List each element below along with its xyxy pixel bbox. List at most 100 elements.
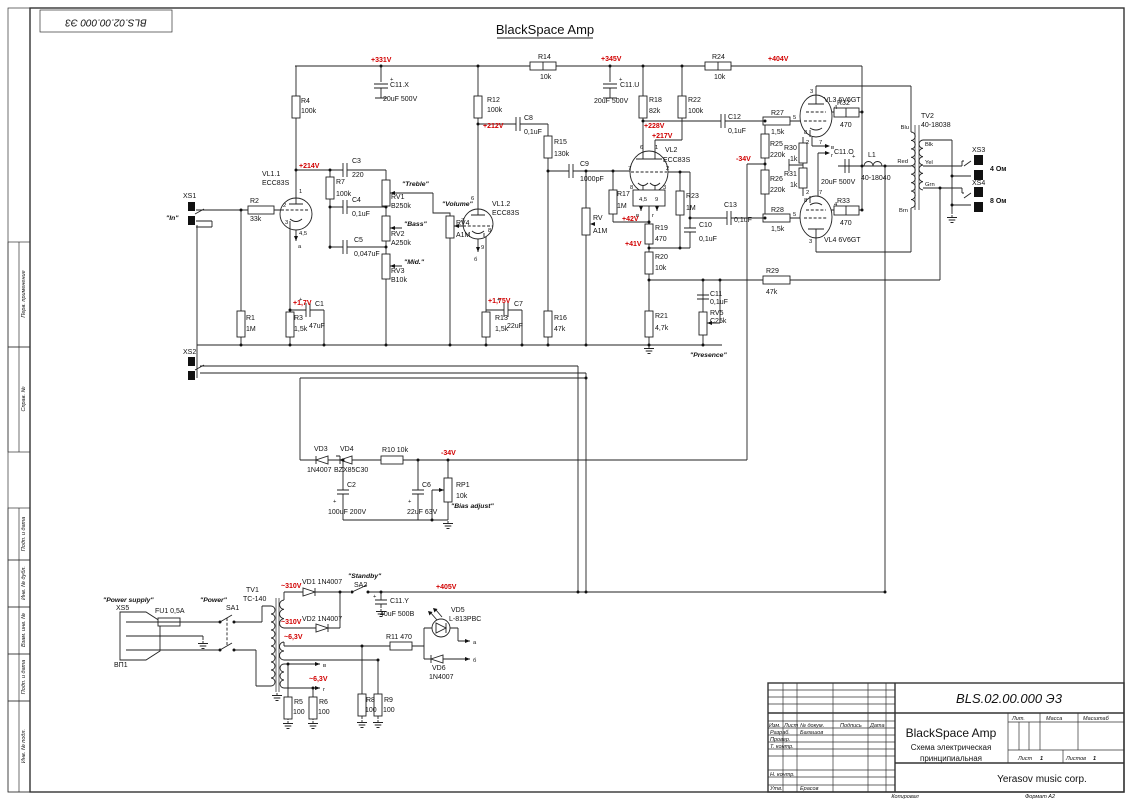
- vp1-ref: ВП1: [114, 662, 128, 669]
- wires-output: [788, 66, 972, 592]
- tv2-val: 40-18038: [921, 122, 951, 129]
- vd2-ref: VD2 1N4007: [302, 616, 342, 623]
- r23-ref: R23: [686, 193, 699, 200]
- rv4-val: A1M: [456, 232, 471, 239]
- vd1-ref: VD1 1N4007: [302, 579, 342, 586]
- c2-ref: C2: [347, 482, 356, 489]
- r31-ref: R31: [784, 171, 797, 178]
- vd4-val: BZX85C30: [334, 467, 368, 474]
- volt-217: +217V: [652, 133, 673, 140]
- r6-val: 100: [318, 709, 330, 716]
- rp1-ref: RP1: [456, 482, 470, 489]
- c3-val: 220: [352, 172, 364, 179]
- rv-ref: RV: [593, 215, 603, 222]
- ohm8-label: 8 Ом: [990, 198, 1006, 205]
- wire-blu: Blu: [901, 125, 909, 131]
- pin: 8: [630, 185, 633, 191]
- sidebar-label: Инв. № подл.: [21, 729, 27, 763]
- pin: 2: [283, 203, 286, 209]
- r19-val: 470: [655, 236, 667, 243]
- r12-ref: R12: [487, 97, 500, 104]
- pin: 5: [793, 212, 796, 218]
- volt-310b: ~310V: [281, 619, 302, 626]
- pin: 6: [640, 145, 643, 151]
- pin: 3: [810, 89, 813, 95]
- r15-ref: R15: [554, 139, 567, 146]
- vl12-ref: VL1.2: [492, 201, 510, 208]
- titleblock-code: BLS.02.00.000 Э3: [956, 691, 1063, 706]
- r30-val: 1k: [790, 156, 798, 163]
- tv1-val: TC-140: [243, 596, 266, 603]
- pin: 3: [663, 185, 666, 191]
- r13-val: 1,5k: [495, 326, 509, 333]
- bass-label: "Bass": [404, 221, 427, 228]
- stamp-box: [39, 9, 173, 33]
- wire-v: в: [636, 213, 639, 219]
- titleblock-sheet-no: 1: [1040, 756, 1043, 762]
- rv3-ref: RV3: [391, 268, 405, 275]
- r14-ref: R14: [538, 54, 551, 61]
- r3-ref: R3: [294, 315, 303, 322]
- r20-val: 10k: [655, 265, 667, 272]
- wires-preamp: [194, 65, 862, 592]
- c2-val: 100uF 200V: [328, 509, 366, 516]
- xs1-ref: XS1: [183, 193, 196, 200]
- r2-val: 33k: [250, 216, 262, 223]
- vl11-type: ECC83S: [262, 180, 290, 187]
- r8-ref: R8: [366, 697, 375, 704]
- titleblock-col-izm: Изм.: [769, 723, 781, 729]
- r32-ref: R32: [837, 100, 850, 107]
- c4-val: 0,1uF: [352, 211, 370, 218]
- pin: 4: [834, 105, 838, 111]
- wire-blk: Blk: [925, 142, 933, 148]
- title-block: BLS.02.00.000 Э3 BlackSpace Amp Схема эл…: [767, 682, 1125, 793]
- rv3-val: B10k: [391, 277, 407, 284]
- r21-ref: R21: [655, 313, 668, 320]
- r28-ref: R28: [771, 207, 784, 214]
- vl4-ref: VL4 6V6GT: [824, 237, 861, 244]
- jack-pads: [188, 155, 983, 380]
- fu1-ref: FU1 0,5A: [155, 608, 185, 615]
- vd4-ref: VD4: [340, 446, 354, 453]
- c11-ref: C11: [710, 291, 722, 298]
- wire-v: в: [831, 145, 834, 151]
- sidebar-boxes: [7, 241, 31, 793]
- wire-b: б: [473, 658, 477, 664]
- footer-format: Формат А2: [1025, 794, 1055, 800]
- c6-ref: C6: [422, 482, 431, 489]
- wire-grn: Grn: [925, 182, 935, 188]
- schematic-components: [157, 61, 983, 720]
- volt-63a: ~6,3V: [284, 634, 303, 641]
- stamp-code: BLS.02.00.000 Э3: [65, 16, 147, 27]
- tubes: [279, 94, 833, 240]
- presence-label: "Presence": [690, 352, 727, 359]
- rv5-val: C25k: [710, 318, 727, 325]
- c11-val: 0,1uF: [710, 299, 728, 306]
- titleblock-doctype-2: принципиальная: [920, 754, 982, 763]
- r9-val: 100: [383, 707, 395, 714]
- tv2-primary-coil: [910, 131, 916, 209]
- r1-ref: R1: [246, 315, 255, 322]
- c4-ref: C4: [352, 197, 361, 204]
- volt-42: +42V: [622, 216, 639, 223]
- tv2-ref: TV2: [921, 113, 934, 120]
- volt-331: +331V: [371, 57, 392, 64]
- xs4-ref: XS4: [972, 180, 985, 187]
- r8-val: 100: [365, 707, 377, 714]
- pin: 3: [809, 239, 812, 245]
- schematic-labels: XS1"In"XS2R233kR11MVL1.1ECC83S+214V1234,…: [103, 54, 1006, 716]
- tv1-secondary-coils: [279, 599, 285, 689]
- r14-val: 10k: [540, 74, 552, 81]
- capacitor-plates: [305, 83, 850, 605]
- tv1-ref: TV1: [246, 587, 259, 594]
- c11o-ref: C11.O: [834, 149, 854, 156]
- titleblock-mass: Масса: [1046, 716, 1062, 722]
- sidebar-label: Взам. инв. №: [21, 613, 27, 647]
- pin: 9: [481, 245, 484, 251]
- c6-val: 22uF 63V: [407, 509, 438, 516]
- volt-34a: -34V: [736, 156, 751, 163]
- arrows: [294, 144, 830, 690]
- resistor-bodies: [157, 61, 860, 720]
- vl12-type: ECC83S: [492, 210, 520, 217]
